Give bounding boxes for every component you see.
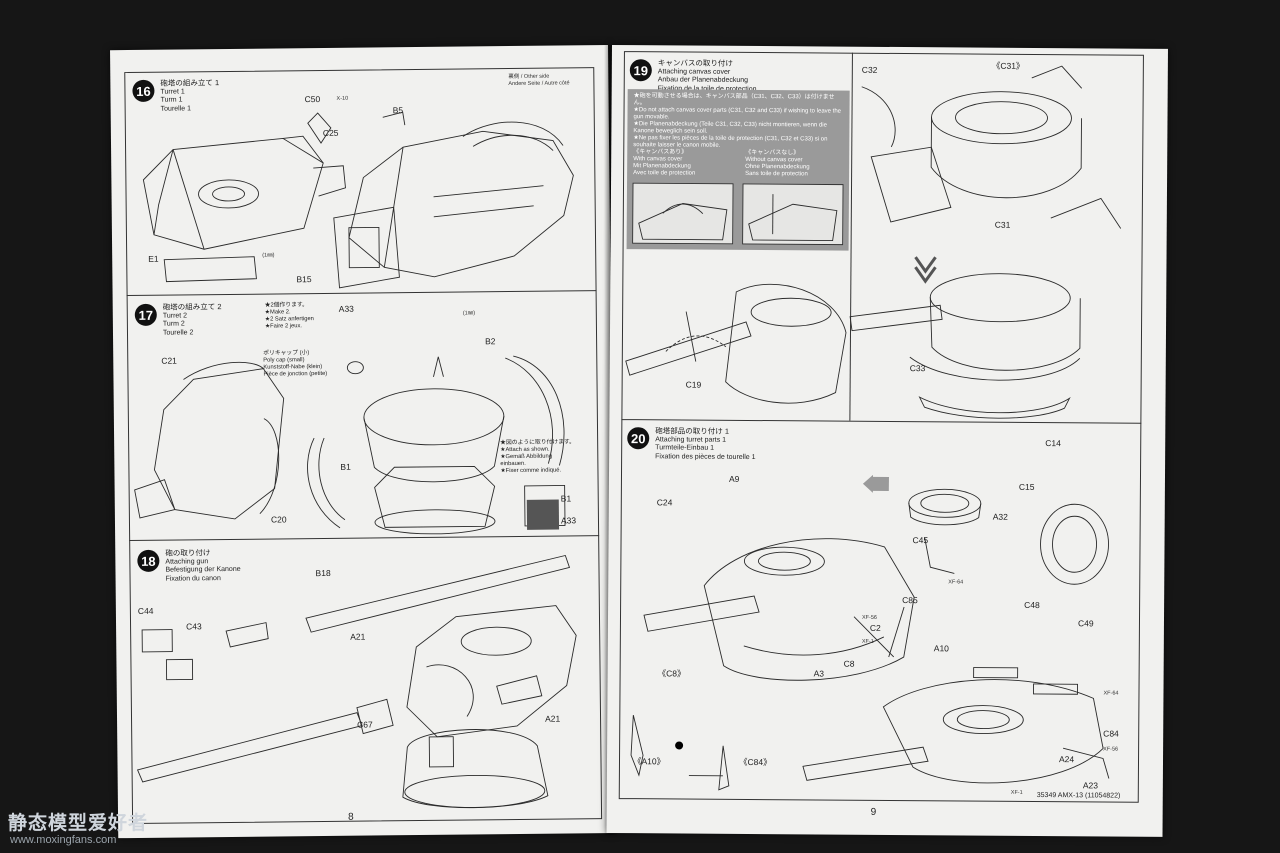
turret-line-art: [142, 111, 574, 289]
polycap-detail-inset: [526, 499, 560, 530]
page-number: 8: [348, 811, 354, 823]
part-label: C50: [304, 94, 321, 105]
make-2-note: ★2個作ります。 ★Make 2. ★2 Satz anfertigen ★Fa…: [264, 302, 314, 330]
direction-arrow-icon: [862, 474, 889, 493]
with-canvas-cover-label: 《キャンバスあり》 With canvas cover Mit Planenab…: [633, 149, 696, 177]
turret-parts-art: [630, 488, 1110, 791]
part-label: A33: [338, 303, 354, 314]
instruction-booklet: 16 砲塔の組み立て 1 Turret 1 Turm 1 Tourelle 1 …: [110, 45, 1170, 839]
right-page: 19 キャンバスの取り付け Attaching canvas cover Anb…: [606, 45, 1168, 837]
watermark-url: www.moxingfans.com: [10, 834, 117, 846]
part-label: C14: [1045, 438, 1061, 449]
other-side-label: 裏側 / Other side Andere Seite / Autre côt…: [508, 73, 570, 87]
left-page: 16 砲塔の組み立て 1 Turret 1 Turm 1 Tourelle 1 …: [110, 45, 617, 839]
without-canvas-cover-label: 《キャンバスなし》 Without canvas cover Ohne Plan…: [745, 149, 810, 178]
gun-barrel-art: [136, 554, 577, 809]
part-label: (1㎜): [462, 310, 476, 317]
step-17-header: 17 砲塔の組み立て 2 Turret 2 Turm 2 Tourelle 2: [134, 302, 222, 338]
step-number: 16: [132, 79, 155, 102]
turret-canvas-art: [849, 65, 1122, 419]
gun-canvas-art: [625, 283, 847, 404]
step-number: 17: [134, 303, 157, 326]
page-number: 9: [870, 806, 877, 818]
kit-code: 35349 AMX-13 (11054822): [1036, 791, 1121, 800]
watermark-logo: 静态模型爱好者: [8, 813, 149, 834]
part-label: X-10: [336, 95, 349, 102]
canvas-cover-note-box: ★砲を可動させる場合は、キャンバス部品（C31、C32、C33）は付けません。 …: [626, 89, 850, 251]
canvas-cover-comparison-art: [632, 182, 844, 246]
step-number: 19: [629, 59, 652, 82]
turret-ring-art: [134, 355, 566, 535]
